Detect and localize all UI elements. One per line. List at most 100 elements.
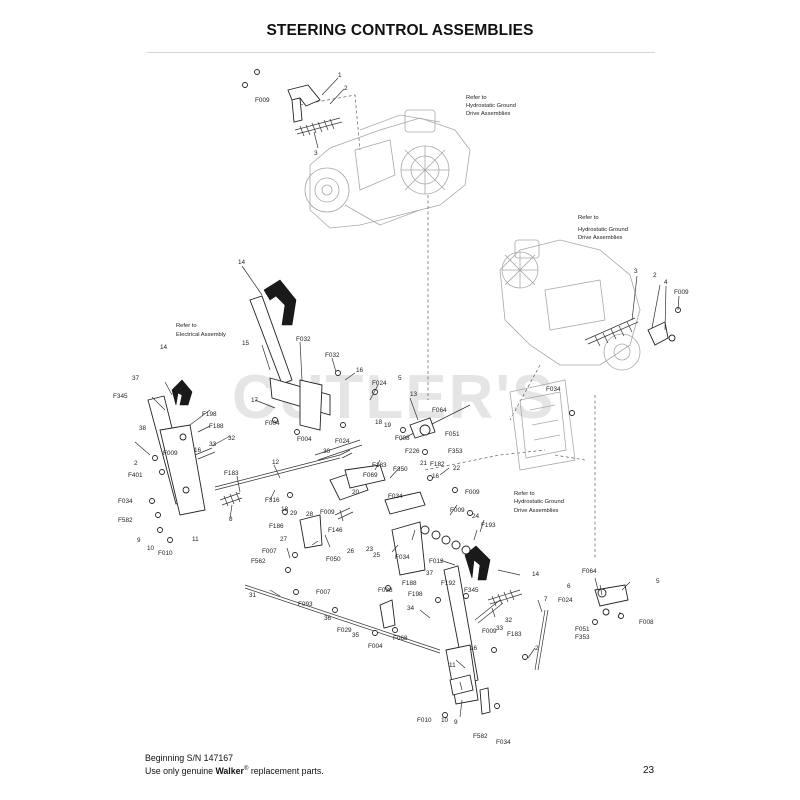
callout: 26 <box>347 548 355 555</box>
callout: F009 <box>320 509 335 516</box>
callout: 8 <box>229 516 233 523</box>
page-number: 23 <box>643 765 655 776</box>
callout: 17 <box>251 397 259 404</box>
callout: F032 <box>325 352 340 359</box>
callout: F008 <box>395 435 410 442</box>
callout: 22 <box>453 465 461 472</box>
right-spring-assembly <box>584 317 676 347</box>
callout: F188 <box>209 423 224 430</box>
callout: F192 <box>441 580 456 587</box>
callout: 11 <box>449 662 456 669</box>
callout: 37 <box>426 570 434 577</box>
callout: F198 <box>202 411 217 418</box>
callout: 4 <box>664 279 668 286</box>
callout: F009 <box>482 628 497 635</box>
callout: F188 <box>402 580 417 587</box>
control-rods <box>214 404 549 671</box>
callout: F009 <box>674 289 689 296</box>
svg-text:Hydrostatic Ground: Hydrostatic Ground <box>514 499 564 505</box>
callout: 14 <box>532 571 540 578</box>
pump-bracket <box>509 379 576 471</box>
callout: 38 <box>139 425 147 432</box>
callout: F034 <box>496 739 511 746</box>
callout: 6 <box>567 583 571 590</box>
callout: F007 <box>262 548 277 555</box>
callout: 14 <box>160 344 168 351</box>
svg-text:Hydrostatic Ground: Hydrostatic Ground <box>466 103 516 109</box>
callout: F024 <box>335 438 350 445</box>
callout: F093 <box>298 601 313 608</box>
callout: F146 <box>328 527 343 534</box>
callout: 33 <box>496 625 504 632</box>
callout: F034 <box>118 498 133 505</box>
callout: F226 <box>405 448 420 455</box>
callout: 16 <box>470 645 478 652</box>
callout: 2 <box>535 645 539 652</box>
callout: 32 <box>228 435 236 442</box>
svg-text:Hydrostatic Ground: Hydrostatic Ground <box>578 227 628 233</box>
callout: F004 <box>265 420 280 427</box>
callout: 19 <box>384 422 392 429</box>
callout: 20 <box>352 489 360 496</box>
callout: F183 <box>507 631 522 638</box>
svg-text:Refer to: Refer to <box>176 323 197 329</box>
callout: 7 <box>544 596 548 603</box>
callout: F198 <box>408 591 423 598</box>
callout: F004 <box>297 436 312 443</box>
callout: 37 <box>132 375 140 382</box>
serial-number-note: Beginning S/N 147167 <box>145 753 234 763</box>
svg-text:Drive Assemblies: Drive Assemblies <box>578 235 623 241</box>
callout: F064 <box>582 568 597 575</box>
footer: Beginning S/N 147167 Use only genuine Wa… <box>145 753 324 777</box>
springs <box>194 447 523 607</box>
callout: F183 <box>224 470 239 477</box>
center-linkage <box>299 417 629 715</box>
callout: 36 <box>324 615 332 622</box>
callout: F345 <box>113 393 128 400</box>
callout: 16 <box>356 367 364 374</box>
steering-lever-top <box>249 279 331 431</box>
callout: 31 <box>249 592 257 599</box>
callout: F010 <box>158 550 173 557</box>
callout: 32 <box>505 617 513 624</box>
reference-electrical: Refer to Electrical Assembly <box>176 323 226 338</box>
callout: F038 <box>378 587 393 594</box>
svg-text:Refer to: Refer to <box>578 215 599 221</box>
callout: F009 <box>255 97 270 104</box>
callout: F064 <box>432 407 447 414</box>
svg-text:Drive Assemblies: Drive Assemblies <box>514 508 559 514</box>
callout: 3 <box>634 268 638 275</box>
callout: 13 <box>410 391 418 398</box>
callout: F009 <box>163 450 178 457</box>
hardware <box>149 69 681 718</box>
callout: 35 <box>352 632 360 639</box>
callout: F010 <box>417 717 432 724</box>
callout: F034 <box>395 554 410 561</box>
callout: 18 <box>281 506 289 513</box>
svg-text:Refer to: Refer to <box>466 95 487 101</box>
callout-labels: F009 1 2 3 F009 4 2 3 14 15 F032 F032 16… <box>113 72 689 746</box>
callout: 11 <box>192 536 199 543</box>
callout: F008 <box>639 619 654 626</box>
callout: F582 <box>118 517 133 524</box>
callout: F050 <box>326 556 341 563</box>
callout: 14 <box>238 259 246 266</box>
callout: 9 <box>454 719 458 726</box>
callout: 2 <box>653 272 657 279</box>
callout: 18 <box>375 419 383 426</box>
callout: F009 <box>465 489 480 496</box>
callout: 28 <box>306 511 314 518</box>
callout: 33 <box>209 441 217 448</box>
callout: 16 <box>432 473 440 480</box>
genuine-parts-note: Use only genuine Walker® replacement par… <box>145 765 324 776</box>
callout: 5 <box>398 375 402 382</box>
steering-lever-left <box>147 379 206 516</box>
callout: 2 <box>134 460 138 467</box>
callout: F182 <box>430 461 445 468</box>
hydrostatic-drive-upper <box>304 109 471 229</box>
title-divider <box>147 52 655 53</box>
callout: 29 <box>290 510 298 517</box>
svg-text:Drive Assemblies: Drive Assemblies <box>466 111 511 117</box>
reference-hydro-bracket: Refer to Hydrostatic Ground Drive Assemb… <box>514 491 564 514</box>
